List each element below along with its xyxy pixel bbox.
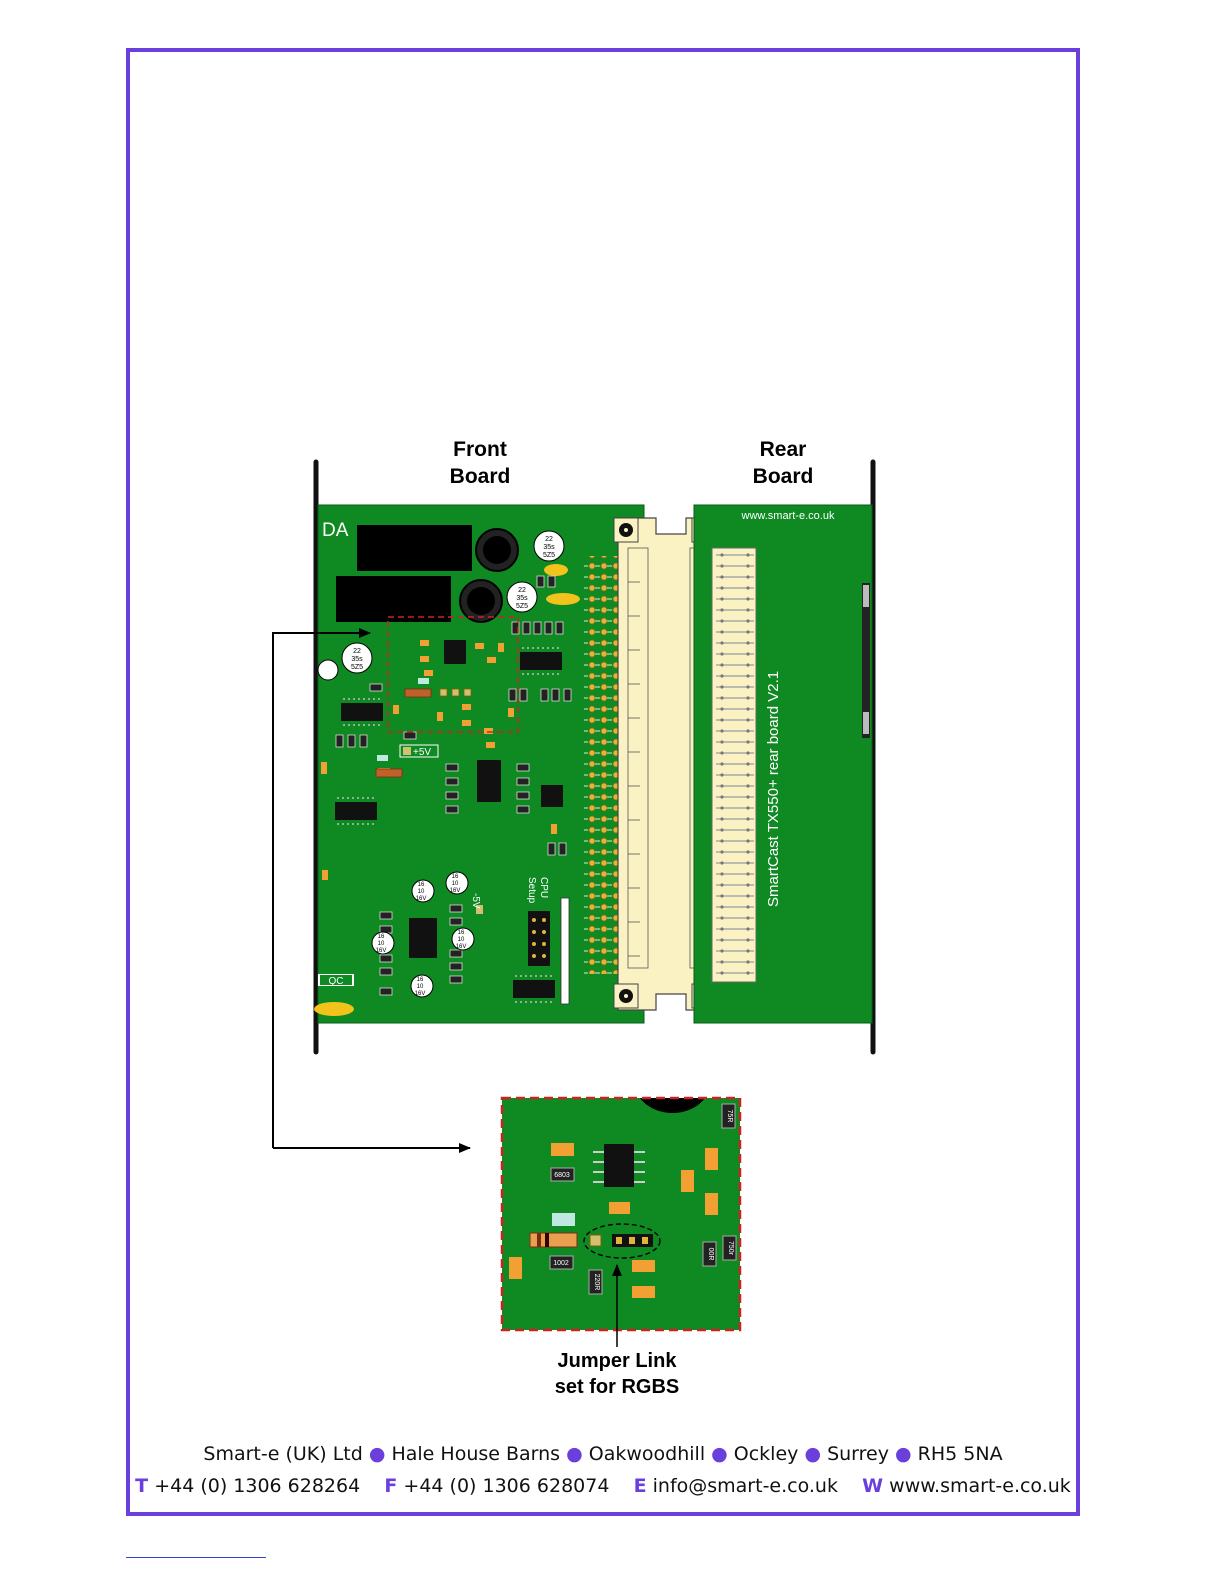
svg-text:10: 10 xyxy=(458,937,465,943)
svg-text:16V: 16V xyxy=(450,888,461,894)
svg-text:35s: 35s xyxy=(351,656,363,663)
svg-text:35s: 35s xyxy=(543,544,555,551)
svg-text:1002: 1002 xyxy=(553,1260,569,1267)
svg-text:10: 10 xyxy=(378,941,385,947)
phone-number: +44 (0) 1306 628264 xyxy=(154,1475,361,1497)
rear-board-website: www.smart-e.co.uk xyxy=(741,510,835,522)
card-guide-rails xyxy=(313,459,876,1055)
plus-5v-label: +5V xyxy=(413,747,431,758)
front-ic-large-2 xyxy=(336,576,451,622)
bottom-rule xyxy=(126,1557,266,1558)
bullet-icon: ● xyxy=(368,1443,392,1465)
address-line: Ockley xyxy=(733,1443,799,1465)
svg-text:16V: 16V xyxy=(415,991,426,997)
svg-text:22: 22 xyxy=(353,648,361,655)
yellow-crystal xyxy=(546,593,580,605)
svg-text:16: 16 xyxy=(458,930,465,936)
svg-text:22: 22 xyxy=(545,536,553,543)
minus-5v-label: -5V xyxy=(470,893,481,909)
svg-text:5Z5: 5Z5 xyxy=(351,664,363,671)
bullet-icon: ● xyxy=(711,1443,734,1465)
jumper-highlight-ring xyxy=(583,1223,661,1259)
rear-board-label-line2: Board xyxy=(753,465,814,488)
email-key: E xyxy=(633,1475,647,1497)
jumper-label-line2: set for RGBS xyxy=(555,1376,679,1398)
footer-contacts: T +44 (0) 1306 628264 F +44 (0) 1306 628… xyxy=(126,1475,1080,1497)
svg-text:00R: 00R xyxy=(707,1248,714,1261)
svg-text:75R: 75R xyxy=(726,1110,733,1123)
cpu-setup-label-line2: Setup xyxy=(526,877,537,904)
yellow-crystal xyxy=(544,564,568,576)
svg-text:6803: 6803 xyxy=(554,1172,570,1179)
address-line: Surrey xyxy=(827,1443,889,1465)
svg-text:750r: 750r xyxy=(727,1241,734,1256)
svg-text:16V: 16V xyxy=(456,944,467,950)
fax-key: F xyxy=(384,1475,398,1497)
zoom-pointer-arrows xyxy=(272,628,471,1153)
svg-text:5Z5: 5Z5 xyxy=(543,552,555,559)
svg-text:10: 10 xyxy=(417,984,424,990)
jumper-label-line1: Jumper Link xyxy=(558,1350,678,1372)
phone-key: T xyxy=(135,1475,149,1497)
fax-number: +44 (0) 1306 628074 xyxy=(403,1475,610,1497)
front-board-label-line1: Front xyxy=(453,438,507,461)
cap-22-b: 22 35s 5Z5 xyxy=(506,581,538,613)
svg-text:16: 16 xyxy=(418,882,425,888)
postcode: RH5 5NA xyxy=(917,1443,1003,1465)
front-board-label-line2: Board xyxy=(450,465,511,488)
small-ics xyxy=(335,640,563,998)
svg-text:16V: 16V xyxy=(416,896,427,902)
cpu-setup-label-line1: CPU xyxy=(538,877,549,898)
svg-text:35s: 35s xyxy=(516,595,528,602)
yellow-crystal xyxy=(314,1002,354,1016)
svg-text:16: 16 xyxy=(378,934,385,940)
svg-text:16: 16 xyxy=(452,874,459,880)
zoom-region-marker xyxy=(387,616,519,733)
web-key: W xyxy=(862,1475,884,1497)
rear-board: www.smart-e.co.uk SmartCast TX550+ rear … xyxy=(693,504,873,1024)
smd-components xyxy=(321,575,572,996)
company-name: Smart-e (UK) Ltd xyxy=(203,1443,363,1465)
address-line: Oakwoodhill xyxy=(588,1443,706,1465)
svg-text:10: 10 xyxy=(452,881,459,887)
bullet-icon: ● xyxy=(566,1443,589,1465)
website-link[interactable]: www.smart-e.co.uk xyxy=(889,1475,1071,1497)
zoom-resistor xyxy=(529,1232,578,1248)
white-strip xyxy=(560,897,570,1005)
board-diagram: Front Board Rear Board DA 22 35s 5Z5 22 … xyxy=(272,438,876,1398)
rear-edge-connector xyxy=(862,583,870,738)
footer-address: Smart-e (UK) Ltd ● Hale House Barns ● Oa… xyxy=(126,1443,1080,1465)
svg-text:16: 16 xyxy=(417,977,424,983)
bullet-icon: ● xyxy=(804,1443,828,1465)
front-ic-large-1 xyxy=(357,525,472,571)
cap-22-a: 22 35s 5Z5 xyxy=(533,530,565,562)
address-line: Hale House Barns xyxy=(391,1443,561,1465)
qc-label: QC xyxy=(329,976,344,987)
zoomed-detail: 6803 1002 220R 75R 00R 750r xyxy=(500,1096,742,1332)
rear-board-label-line1: Rear xyxy=(760,438,807,461)
email-link[interactable]: info@smart-e.co.uk xyxy=(652,1475,838,1497)
svg-text:5Z5: 5Z5 xyxy=(516,603,528,610)
svg-text:16V: 16V xyxy=(376,948,387,954)
front-board: DA 22 35s 5Z5 22 35s 5Z5 22 35s 5Z5 xyxy=(314,504,645,1024)
svg-text:10: 10 xyxy=(418,889,425,895)
zoom-ic-chip xyxy=(604,1144,634,1187)
svg-text:220R: 220R xyxy=(593,1274,600,1291)
da-label: DA xyxy=(322,520,349,541)
page-border xyxy=(126,48,1080,1516)
svg-text:22: 22 xyxy=(518,587,526,594)
bullet-icon: ● xyxy=(895,1443,918,1465)
cap-22-c: 22 35s 5Z5 xyxy=(341,642,373,674)
rear-board-model-text: SmartCast TX550+ rear board V2.1 xyxy=(765,671,782,907)
